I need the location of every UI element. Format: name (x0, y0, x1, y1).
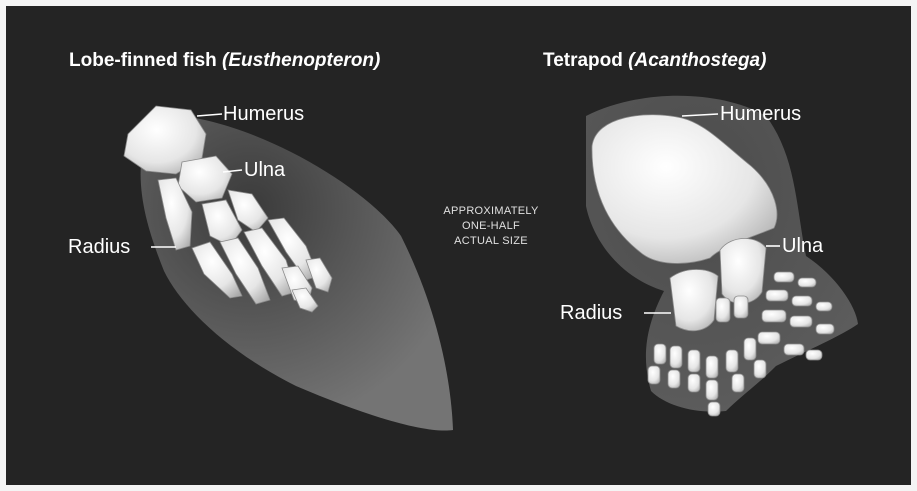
fish-radius-label: Radius (68, 236, 130, 259)
scale-note-line-3: ACTUAL SIZE (418, 234, 564, 249)
fish-ulna-label: Ulna (244, 159, 285, 182)
tetrapod-title: Tetrapod (Acanthostega) (543, 50, 766, 72)
scale-note-line-2: ONE-HALF (418, 219, 564, 234)
tetrapod-radius-label: Radius (560, 302, 622, 325)
tetrapod-radius-bone (670, 270, 718, 331)
scale-note-line-1: APPROXIMATELY (418, 204, 564, 219)
scale-note: APPROXIMATELY ONE-HALF ACTUAL SIZE (418, 204, 564, 249)
fish-title-genus: (Eusthenopteron) (222, 50, 380, 71)
tetrapod-title-genus: (Acanthostega) (628, 50, 766, 71)
fish-humerus-label: Humerus (223, 103, 304, 126)
fish-title: Lobe-finned fish (Eusthenopteron) (69, 50, 380, 72)
fish-title-name: Lobe-finned fish (69, 50, 222, 71)
illustration-panel: Lobe-finned fish (Eusthenopteron) Tetrap… (6, 6, 911, 485)
tetrapod-humerus-label: Humerus (720, 103, 801, 126)
tetrapod-ulna-label: Ulna (782, 235, 823, 258)
tetrapod-ulna-bone (720, 239, 766, 304)
tetrapod-title-name: Tetrapod (543, 50, 628, 71)
